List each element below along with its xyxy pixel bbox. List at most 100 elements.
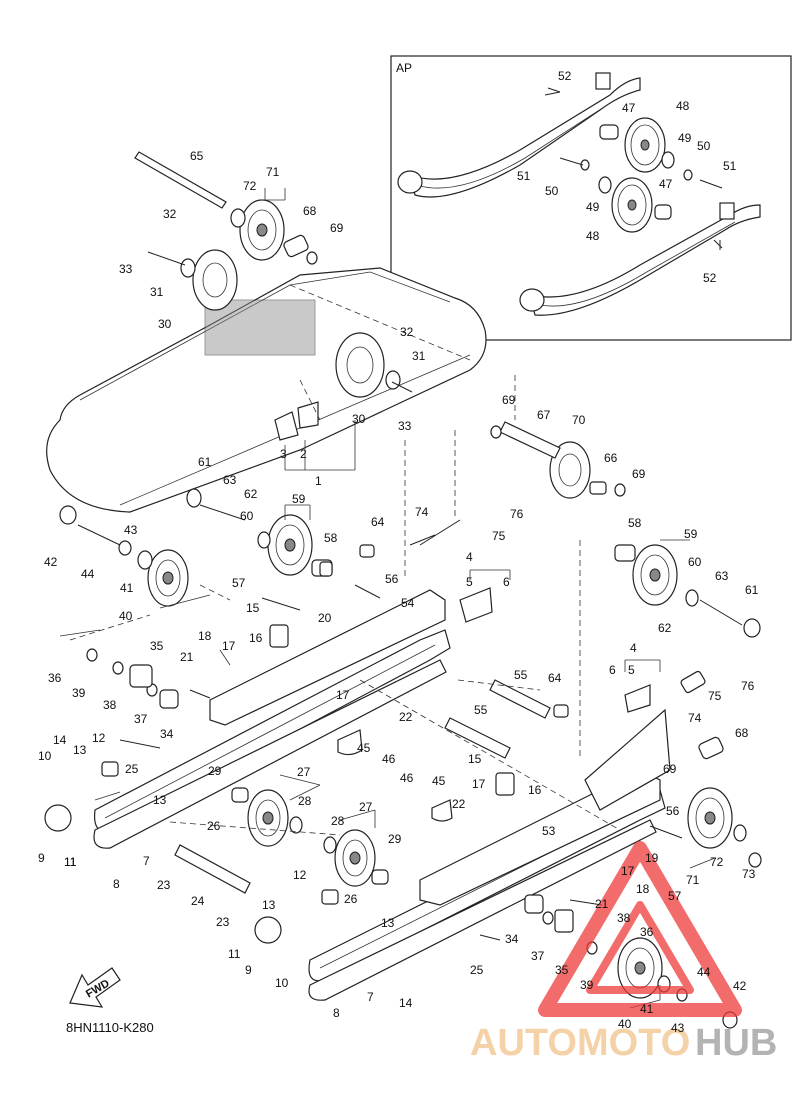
wheel-30-lower bbox=[335, 332, 385, 398]
callout: 50 bbox=[697, 139, 711, 153]
callout: 47 bbox=[659, 177, 673, 191]
callout: 17 bbox=[621, 864, 635, 878]
callout: 53 bbox=[542, 824, 556, 838]
callout: 44 bbox=[81, 567, 95, 581]
callout: 10 bbox=[38, 749, 52, 763]
watermark-word-a: AUTOMOTO bbox=[470, 1022, 690, 1064]
callout: 25 bbox=[125, 762, 139, 776]
fwd-label: FWD bbox=[84, 977, 112, 1000]
callout: 41 bbox=[640, 1002, 654, 1016]
wheel-59-left bbox=[267, 514, 313, 576]
wheel-71 bbox=[239, 199, 285, 261]
callout: 6 bbox=[609, 663, 616, 677]
callout: 48 bbox=[586, 229, 600, 243]
callout: 57 bbox=[668, 889, 682, 903]
callout: 55 bbox=[514, 668, 528, 682]
callout: 37 bbox=[531, 949, 545, 963]
callout: 13 bbox=[153, 793, 167, 807]
callout: 60 bbox=[688, 555, 702, 569]
callout: 8 bbox=[333, 1006, 340, 1020]
callout: 57 bbox=[232, 576, 246, 590]
callout: 1 bbox=[315, 474, 322, 488]
callout: 38 bbox=[617, 911, 631, 925]
callout: 21 bbox=[180, 650, 194, 664]
callout: 32 bbox=[163, 207, 177, 221]
callout: 17 bbox=[222, 639, 236, 653]
leader-lines bbox=[59, 188, 716, 1009]
callout: 60 bbox=[240, 509, 254, 523]
callout: 18 bbox=[636, 882, 650, 896]
callout: 56 bbox=[385, 572, 399, 586]
callout: 51 bbox=[723, 159, 737, 173]
callout: 71 bbox=[686, 873, 700, 887]
fwd-arrow-icon: FWD bbox=[69, 967, 121, 1008]
wheel-30-upper bbox=[192, 249, 238, 311]
callout: 49 bbox=[586, 200, 600, 214]
callout: 65 bbox=[190, 149, 204, 163]
left-slide-rail bbox=[93, 589, 451, 849]
callout: 3 bbox=[280, 447, 287, 461]
callout: 41 bbox=[120, 581, 134, 595]
callouts: 52 47 48 49 50 51 51 50 49 47 48 52 65 7… bbox=[38, 69, 759, 1035]
callout: 12 bbox=[92, 731, 106, 745]
callout: 37 bbox=[134, 712, 148, 726]
callout: 63 bbox=[223, 473, 237, 487]
callout: 26 bbox=[344, 892, 358, 906]
callout: 13 bbox=[73, 743, 87, 757]
callout: 51 bbox=[517, 169, 531, 183]
ap-inset: AP bbox=[390, 55, 792, 341]
callout: 21 bbox=[595, 897, 609, 911]
callout: 6 bbox=[503, 575, 510, 589]
callout: 74 bbox=[688, 711, 702, 725]
callout: 75 bbox=[708, 689, 722, 703]
callout: 46 bbox=[400, 771, 414, 785]
callout: 36 bbox=[48, 671, 62, 685]
callout: 9 bbox=[38, 851, 45, 865]
callout: 33 bbox=[398, 419, 412, 433]
callout: 59 bbox=[684, 527, 698, 541]
callout: 64 bbox=[371, 515, 385, 529]
callout: 61 bbox=[198, 455, 212, 469]
drawing-code: 8HN1110-K280 bbox=[66, 1020, 154, 1035]
callout: 25 bbox=[470, 963, 484, 977]
callout: 58 bbox=[628, 516, 642, 530]
watermark-word-b: HUB bbox=[695, 1022, 777, 1064]
callout: 22 bbox=[399, 710, 413, 724]
callout: 19 bbox=[645, 851, 659, 865]
callout: 34 bbox=[505, 932, 519, 946]
callout: 2 bbox=[300, 447, 307, 461]
inset-wheel-lower bbox=[611, 177, 653, 233]
small-parts bbox=[44, 91, 762, 1029]
callout: 28 bbox=[331, 814, 345, 828]
callout: 52 bbox=[558, 69, 572, 83]
callout: 64 bbox=[548, 671, 562, 685]
callout: 59 bbox=[292, 492, 306, 506]
wheel-59-right bbox=[632, 544, 678, 606]
callout: 23 bbox=[216, 915, 230, 929]
callout: 76 bbox=[510, 507, 524, 521]
wheel-70 bbox=[549, 441, 591, 499]
right-slide-rail bbox=[308, 708, 671, 1001]
callout: 42 bbox=[44, 555, 58, 569]
track-belt bbox=[46, 267, 487, 513]
callout: 73 bbox=[742, 867, 756, 881]
callout: 72 bbox=[710, 855, 724, 869]
callout: 18 bbox=[198, 629, 212, 643]
callout: 35 bbox=[555, 963, 569, 977]
callout: 72 bbox=[243, 179, 257, 193]
callout: 15 bbox=[468, 752, 482, 766]
wheel-27-right bbox=[334, 829, 376, 887]
callout: 35 bbox=[150, 639, 164, 653]
callout: 61 bbox=[745, 583, 759, 597]
callout: 56 bbox=[666, 804, 680, 818]
callout: 70 bbox=[572, 413, 586, 427]
callout: 27 bbox=[297, 765, 311, 779]
callout: 26 bbox=[207, 819, 221, 833]
callout: 58 bbox=[324, 531, 338, 545]
callout: 71 bbox=[266, 165, 280, 179]
callout: 17 bbox=[472, 777, 486, 791]
callout: 22 bbox=[452, 797, 466, 811]
callout: 46 bbox=[382, 752, 396, 766]
callout: 7 bbox=[367, 990, 374, 1004]
